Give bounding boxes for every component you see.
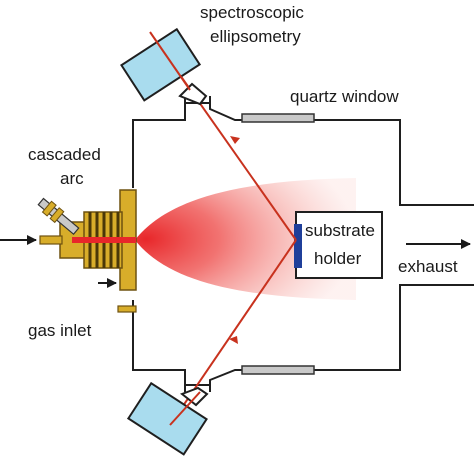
- label-ellipsometry-line1: spectroscopic: [200, 3, 304, 22]
- cascaded-arc-source-icon: [37, 189, 137, 313]
- substrate-plate: [294, 224, 302, 268]
- ellipsometer-bottom-icon: [126, 381, 209, 456]
- laser-beam-top-segment: [149, 31, 191, 91]
- laser-beam-bottom-segment: [169, 391, 201, 426]
- label-cascaded-line1: cascaded: [28, 145, 101, 164]
- label-quartz-window: quartz window: [290, 87, 399, 106]
- beam-direction-arrow-in: [230, 136, 240, 144]
- quartz-window-bottom: [241, 365, 315, 375]
- beam-direction-arrow-out: [229, 336, 238, 344]
- label-ellipsometry-line2: ellipsometry: [210, 27, 301, 46]
- ellipsometer-top-icon: [120, 27, 208, 106]
- substrate-holder: [295, 211, 383, 279]
- label-gas-inlet: gas inlet: [28, 321, 92, 340]
- label-exhaust: exhaust: [398, 257, 458, 276]
- vacuum-chamber: [132, 96, 474, 392]
- label-cascaded-line2: arc: [60, 169, 84, 188]
- label-substrate-line1: substrate: [305, 221, 375, 240]
- label-substrate-line2: holder: [314, 249, 362, 268]
- quartz-window-top: [241, 113, 315, 123]
